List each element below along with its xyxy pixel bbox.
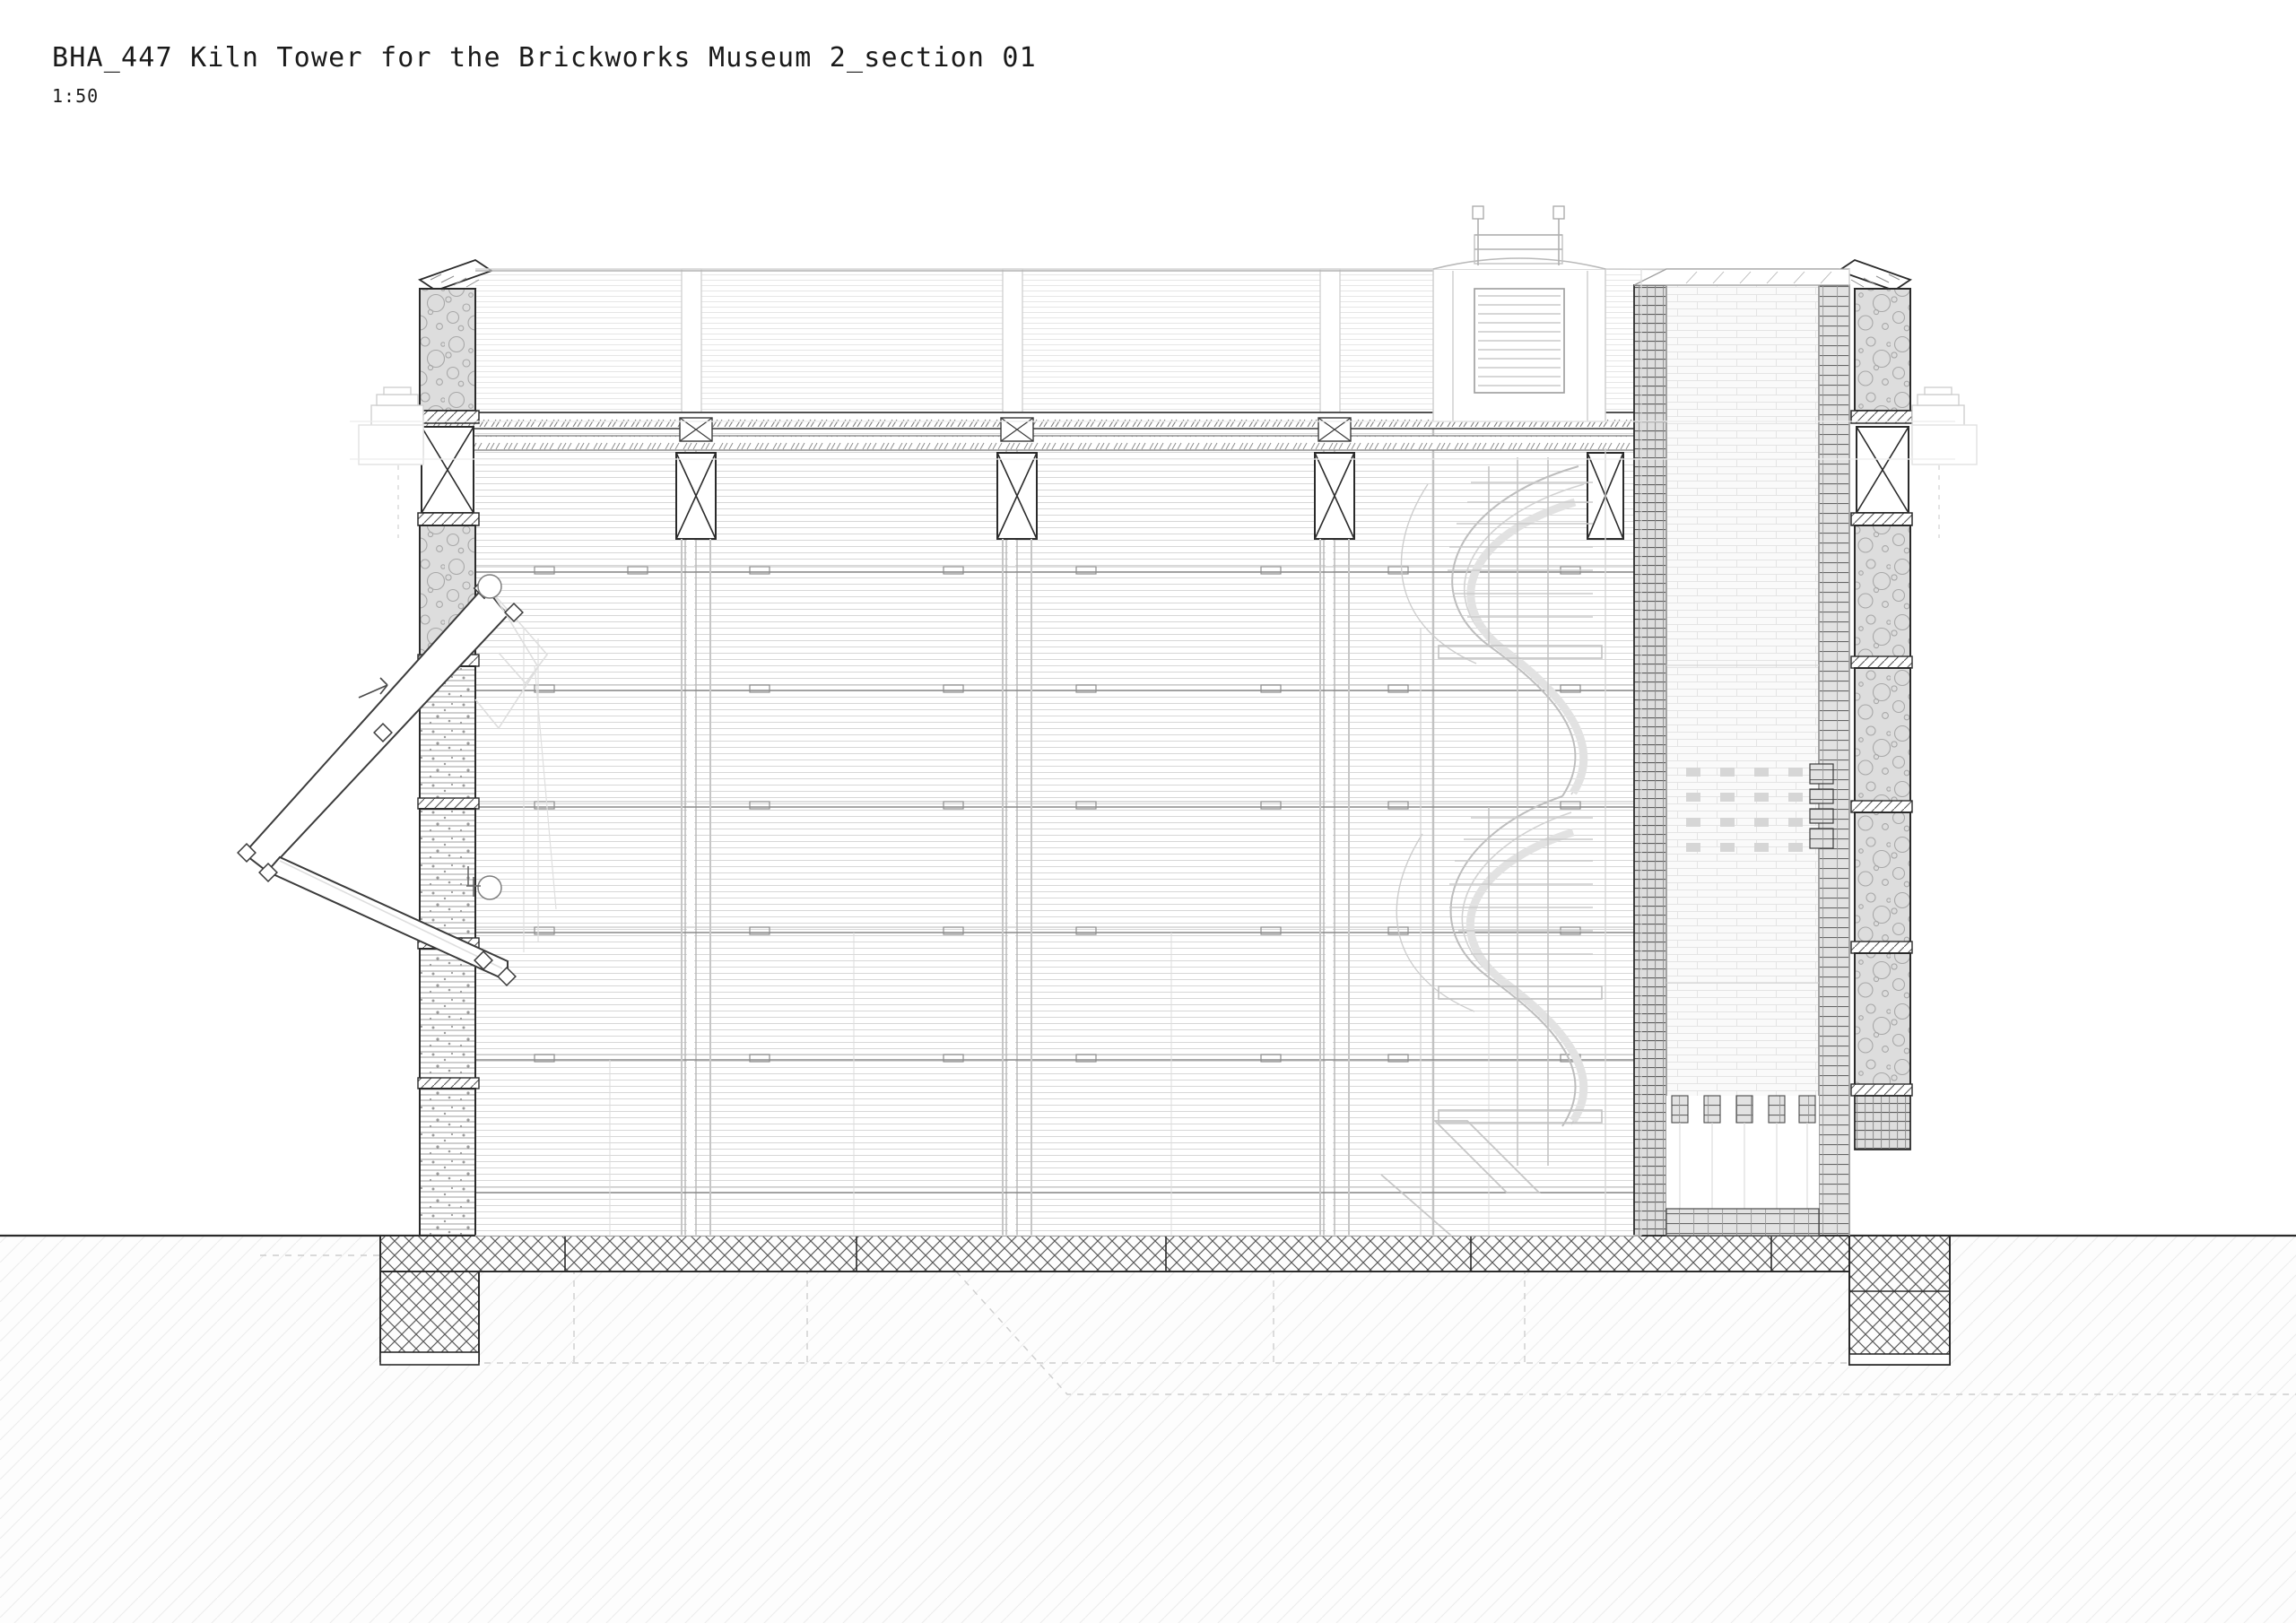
precast-concrete-wall-right <box>1850 288 1913 1150</box>
brick-base-openings <box>1665 1095 1820 1237</box>
ground-plane <box>0 1234 2296 1623</box>
spiral-staircase <box>1380 448 1606 1237</box>
exterior-fixture-right <box>1911 386 1978 538</box>
precast-concrete-wall-left <box>417 288 480 1237</box>
scale-label: 1:50 <box>52 85 100 107</box>
pivot-panel <box>237 574 557 986</box>
transom-rails <box>475 566 1641 1193</box>
foundation-system <box>379 1235 1951 1366</box>
page-title: BHA_447 Kiln Tower for the Brickworks Mu… <box>52 42 1037 74</box>
glazed-louvre-bays <box>474 268 1642 1236</box>
brick-wall-assembly-right <box>1633 268 1850 1237</box>
roof-penthouse <box>1432 205 1606 422</box>
title-block: BHA_447 Kiln Tower for the Brickworks Mu… <box>52 43 1037 107</box>
ramp <box>1380 1120 1542 1237</box>
background-ghost-lines <box>350 269 1955 1237</box>
footing-right <box>1848 1235 1951 1366</box>
penthouse-railing <box>1474 212 1562 265</box>
exterior-fixture-left <box>358 386 424 538</box>
perforated-brick-screen <box>1686 768 1803 852</box>
penthouse-louvre-vent <box>1474 288 1565 394</box>
footing-left <box>379 1271 480 1366</box>
